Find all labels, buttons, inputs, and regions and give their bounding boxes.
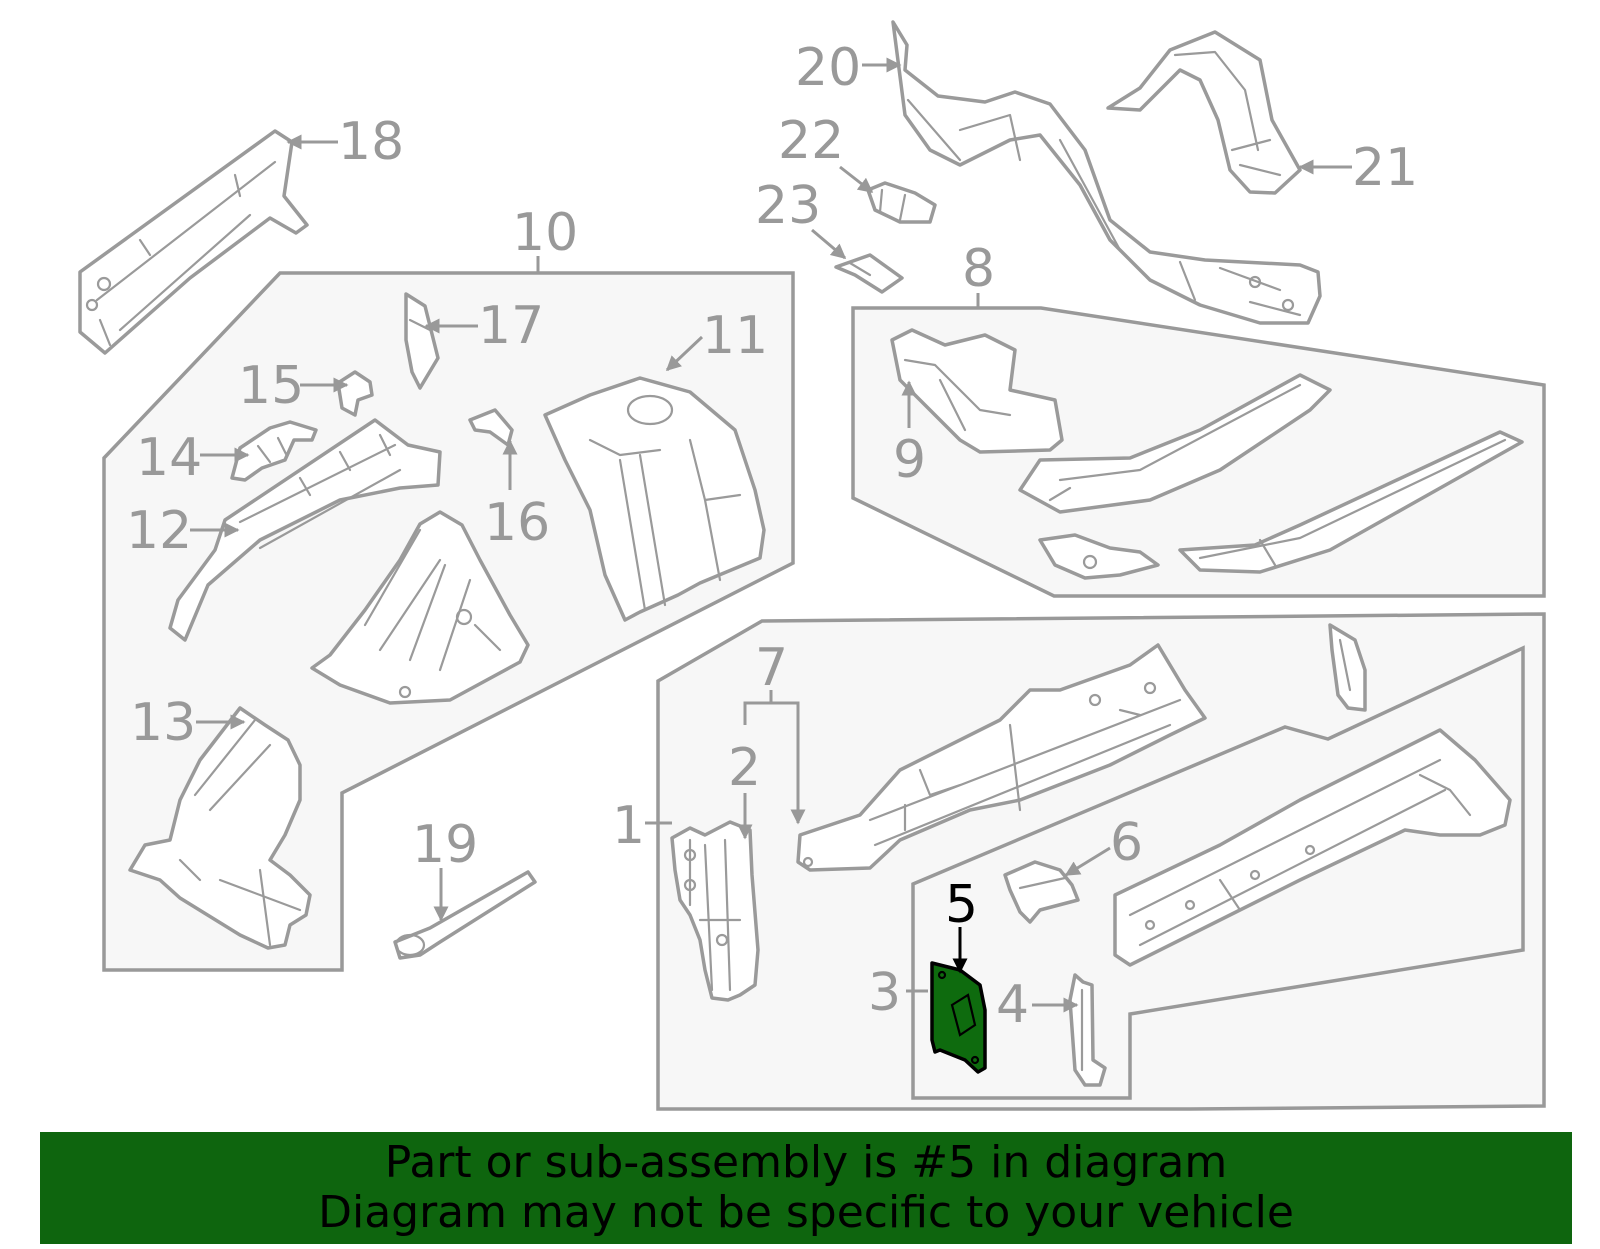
part-22 [866, 181, 937, 224]
callout-labels: 18 20 21 22 23 10 11 17 15 14 16 12 13 1… [126, 38, 1418, 1035]
callout-8: 8 [962, 239, 995, 299]
callout-14: 14 [136, 428, 202, 488]
part-12 [168, 418, 442, 642]
callout-15: 15 [238, 356, 304, 416]
callout-13: 13 [130, 693, 196, 753]
info-banner: Part or sub-assembly is #5 in diagram Di… [40, 1132, 1572, 1244]
part-7-rail [796, 643, 1207, 872]
callout-21: 21 [1352, 138, 1418, 198]
callout-16: 16 [484, 493, 550, 553]
banner-line-2: Diagram may not be specific to your vehi… [318, 1187, 1294, 1238]
part-17 [404, 292, 440, 390]
callout-5: 5 [945, 875, 978, 935]
callout-10: 10 [512, 203, 578, 263]
part-7-bracket [1328, 623, 1367, 712]
part-20 [891, 20, 1322, 325]
leader-lines [190, 57, 1352, 1013]
callout-6: 6 [1110, 813, 1143, 873]
part-21 [1106, 30, 1302, 195]
part-5-highlighted [930, 961, 987, 1074]
part-19 [393, 870, 537, 960]
callout-22: 22 [778, 111, 844, 171]
callout-19: 19 [412, 815, 478, 875]
part-8-rail-lower [1178, 430, 1524, 574]
part-11 [543, 376, 766, 622]
callout-4: 4 [996, 975, 1029, 1035]
part-14 [230, 420, 318, 482]
callout-18: 18 [338, 112, 404, 172]
callout-23: 23 [755, 176, 821, 236]
callout-9: 9 [893, 430, 926, 490]
callout-20: 20 [795, 38, 861, 98]
part-9 [890, 328, 1064, 454]
part-inner-rail [1113, 728, 1512, 967]
banner-line-1: Part or sub-assembly is #5 in diagram [384, 1137, 1228, 1188]
callout-12: 12 [126, 501, 192, 561]
part-8-rail-upper [1018, 373, 1332, 514]
callout-3: 3 [868, 963, 901, 1023]
part-23 [834, 253, 904, 294]
callout-11: 11 [702, 306, 768, 366]
part-4 [1068, 973, 1107, 1087]
callout-2: 2 [728, 738, 761, 798]
part-6 [1003, 860, 1080, 924]
part-13 [128, 706, 312, 950]
part-18 [78, 129, 309, 355]
callout-17: 17 [478, 296, 544, 356]
part-1 [670, 820, 760, 1002]
callout-7: 7 [755, 638, 788, 698]
callout-1: 1 [612, 796, 645, 856]
part-10-inner [310, 510, 530, 705]
part-8-bracket [1038, 533, 1160, 580]
